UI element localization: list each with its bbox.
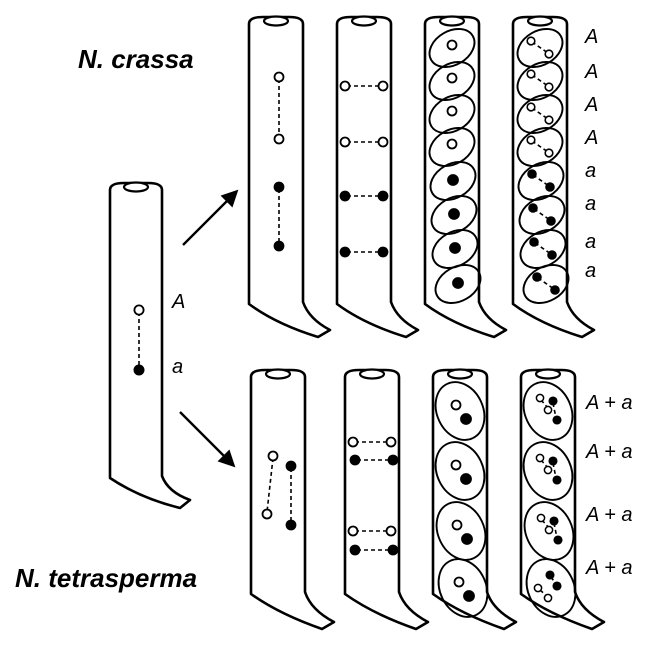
crassa-spore-label-2: A <box>584 61 598 83</box>
crassa-spore-label-8: a <box>585 260 596 282</box>
tetrasperma-spore-label-1: A + a <box>585 392 633 414</box>
crassa-spore-label-1: A <box>584 26 598 48</box>
parent-allele-A-label: A <box>171 291 185 313</box>
allele-a-nucleus <box>134 365 143 374</box>
tetrasperma-spore-label-3: A + a <box>585 504 633 526</box>
tetrasperma-spore-label-4: A + a <box>585 557 633 579</box>
crassa-ascus-stage-4 <box>511 17 594 338</box>
tetrasperma-ascus-stage-3 <box>426 370 516 630</box>
arrow-to-tetrasperma <box>180 412 233 465</box>
parent-ascus <box>110 183 190 509</box>
crassa-spore-label-7: a <box>585 231 596 253</box>
crassa-spore-label-3: A <box>584 94 598 116</box>
allele-A-nucleus <box>134 305 143 314</box>
crassa-spore-label-6: a <box>585 193 596 215</box>
crassa-ascus-stage-3 <box>423 17 506 338</box>
crassa-spore-label-4: A <box>584 127 598 149</box>
tetrasperma-ascus-stage-2 <box>345 370 428 630</box>
species-title-tetrasperma: N. tetrasperma <box>15 563 197 593</box>
tetrasperma-spore-label-2: A + a <box>585 441 633 463</box>
crassa-ascus-stage-1 <box>249 17 330 338</box>
parent-allele-a-label: a <box>172 356 183 378</box>
crassa-spore-label-5: a <box>585 160 596 182</box>
tetrasperma-ascus-stage-1 <box>251 370 334 630</box>
crassa-ascus-stage-2 <box>337 17 418 338</box>
arrow-to-crassa <box>183 192 236 245</box>
species-title-crassa: N. crassa <box>78 44 194 74</box>
